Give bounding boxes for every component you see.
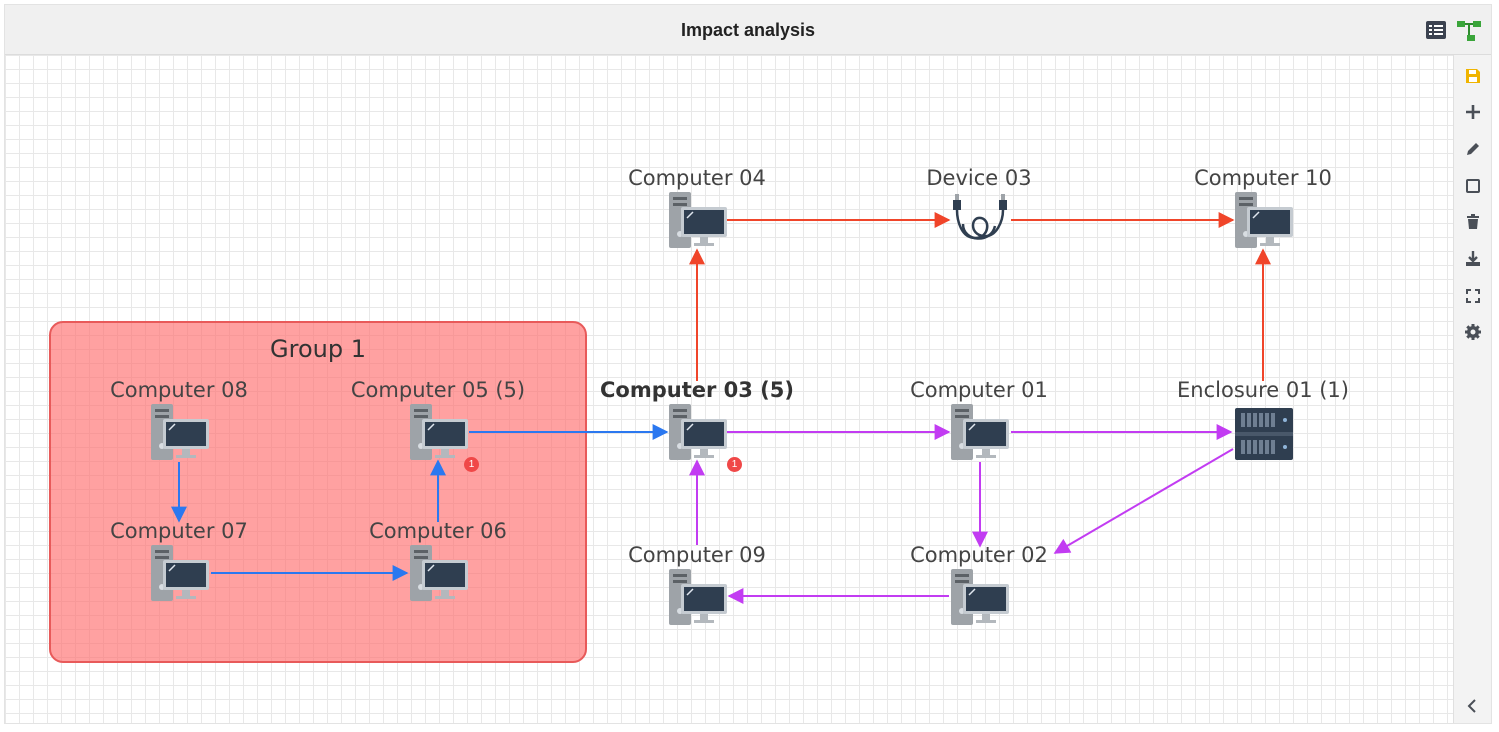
node-label: Computer 02 xyxy=(910,543,1048,567)
square-icon xyxy=(1466,179,1480,193)
save-button[interactable] xyxy=(1462,65,1484,87)
computer-icon xyxy=(1235,192,1293,248)
list-view-button[interactable] xyxy=(1425,19,1449,43)
computer-icon xyxy=(669,404,727,460)
page-title: Impact analysis xyxy=(680,20,816,40)
node-label: Computer 05 (5) xyxy=(350,378,526,402)
usb-cable-icon xyxy=(953,194,1007,240)
node-label: Computer 06 xyxy=(369,519,507,543)
computer-icon xyxy=(669,569,727,625)
right-toolbar xyxy=(1453,55,1491,723)
computer-icon xyxy=(669,192,727,248)
node-label: Computer 08 xyxy=(110,378,248,402)
computer-icon xyxy=(410,545,468,601)
gear-icon xyxy=(1465,324,1481,340)
header-bar: Impact analysis xyxy=(5,5,1491,55)
server-enclosure-icon xyxy=(1235,408,1293,460)
plus-icon xyxy=(1466,105,1480,119)
alert-badge: 1 xyxy=(727,457,742,472)
diagram-canvas[interactable]: Group 1 xyxy=(5,55,1453,723)
settings-button[interactable] xyxy=(1462,321,1484,343)
alert-badge: 1 xyxy=(464,457,479,472)
computer-icon xyxy=(151,545,209,601)
computer-icon xyxy=(951,569,1009,625)
impact-analysis-window: Impact analysis Group 1 xyxy=(4,4,1492,724)
node-label: Device 03 xyxy=(926,166,1032,190)
list-icon xyxy=(1426,21,1446,39)
node-label: Computer 10 xyxy=(1194,166,1332,190)
graph-view-button[interactable] xyxy=(1456,19,1481,43)
node-label: Computer 09 xyxy=(628,543,766,567)
edge-enclosure01-computer02 xyxy=(1053,448,1234,554)
node-label: Computer 07 xyxy=(110,519,248,543)
node-label: Computer 01 xyxy=(910,378,1048,402)
computer-icon xyxy=(151,404,209,460)
expand-icon xyxy=(1466,289,1480,303)
download-button[interactable] xyxy=(1462,248,1484,270)
save-icon xyxy=(1466,69,1480,83)
edit-button[interactable] xyxy=(1462,138,1484,160)
trash-icon xyxy=(1467,214,1479,229)
rectangle-button[interactable] xyxy=(1462,175,1484,197)
download-icon xyxy=(1466,251,1480,266)
fit-view-button[interactable] xyxy=(1462,285,1484,307)
pencil-icon xyxy=(1467,143,1479,155)
chevron-left-icon xyxy=(1467,699,1476,713)
computer-icon xyxy=(410,404,468,460)
node-label: Enclosure 01 (1) xyxy=(1177,378,1349,402)
graph-tree-icon xyxy=(1457,21,1481,41)
collapse-panel-button[interactable] xyxy=(1462,695,1484,717)
group-1[interactable]: Group 1 xyxy=(49,321,587,663)
computer-icon xyxy=(951,404,1009,460)
add-button[interactable] xyxy=(1462,101,1484,123)
node-label: Computer 04 xyxy=(628,166,766,190)
group-label: Group 1 xyxy=(270,335,366,363)
node-label: Computer 03 (5) xyxy=(600,378,794,402)
delete-button[interactable] xyxy=(1462,211,1484,233)
